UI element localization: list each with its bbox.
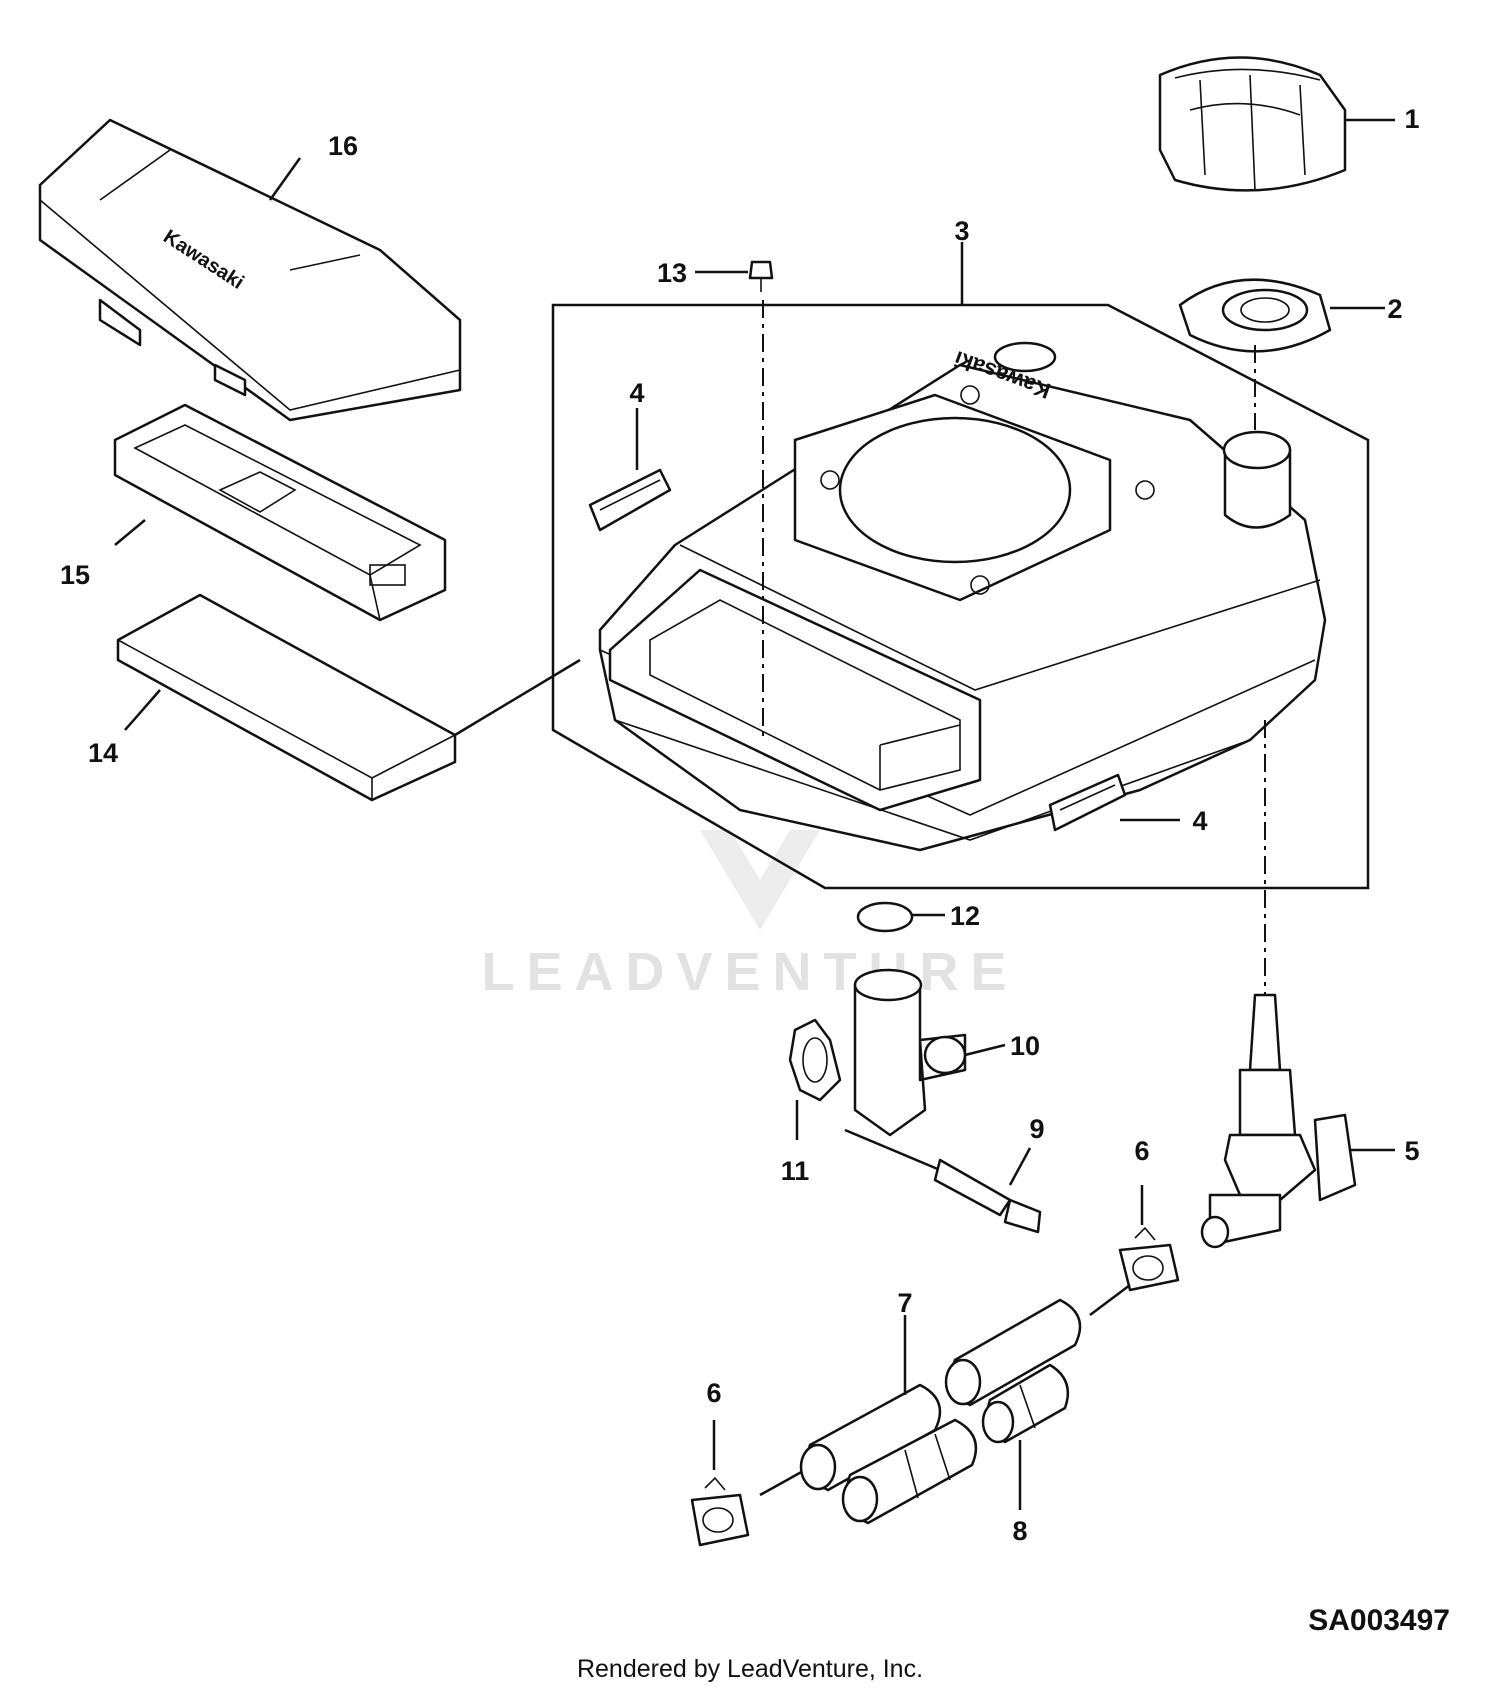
callout-14: 14 [88, 738, 118, 768]
callout-10: 10 [1010, 1031, 1040, 1061]
part-13-bolt [748, 260, 774, 292]
callout-15: 15 [60, 560, 90, 590]
callout-8: 8 [1012, 1516, 1027, 1546]
part-9-bolt [844, 1128, 1042, 1234]
callout-16: 16 [328, 131, 358, 161]
callout-9: 9 [1029, 1114, 1044, 1144]
callout-5: 5 [1404, 1136, 1419, 1166]
part-2-fuel-strainer [1178, 278, 1332, 353]
callout-11: 11 [781, 1156, 810, 1186]
part-14-pre-cleaner [116, 593, 457, 802]
callout-7: 7 [897, 1288, 912, 1318]
part-11-gasket [788, 1018, 842, 1102]
callout-2: 2 [1387, 294, 1402, 324]
part-3-fuel-tank-assembly: Kawasaki [551, 303, 1370, 890]
callout-12: 12 [950, 901, 980, 931]
part-10-fuel-joint [853, 968, 967, 1137]
callout-1: 1 [1404, 104, 1419, 134]
part-15-air-filter-element [113, 403, 447, 622]
part-6-clamp-upper [1118, 1226, 1180, 1292]
part-8-fuel-hose [841, 1363, 1070, 1525]
part-12-o-ring [856, 901, 914, 933]
callout-6-upper: 6 [1134, 1136, 1149, 1166]
part-4-tank-mount-lower [1048, 773, 1127, 832]
part-1-fuel-cap [1158, 56, 1347, 192]
part-4-tank-mount-upper [588, 468, 672, 532]
watermark-text: LEADVENTURE [481, 942, 1018, 1002]
footer-rendered-by: Rendered by LeadVenture, Inc. [576, 1655, 924, 1683]
part-7-fuel-hose [799, 1298, 1082, 1492]
callout-4-lower: 4 [1192, 806, 1207, 836]
part-6-clamp-lower [690, 1476, 750, 1547]
part-16-air-cleaner-cover: Kawasaki [38, 118, 462, 422]
callout-6-lower: 6 [706, 1378, 721, 1408]
callout-3: 3 [954, 216, 969, 246]
diagram-id: SA003497 [1308, 1604, 1450, 1637]
callout-13: 13 [657, 258, 687, 288]
callout-4-upper: 4 [629, 378, 644, 408]
part-5-fuel-cock [1200, 720, 1357, 1249]
